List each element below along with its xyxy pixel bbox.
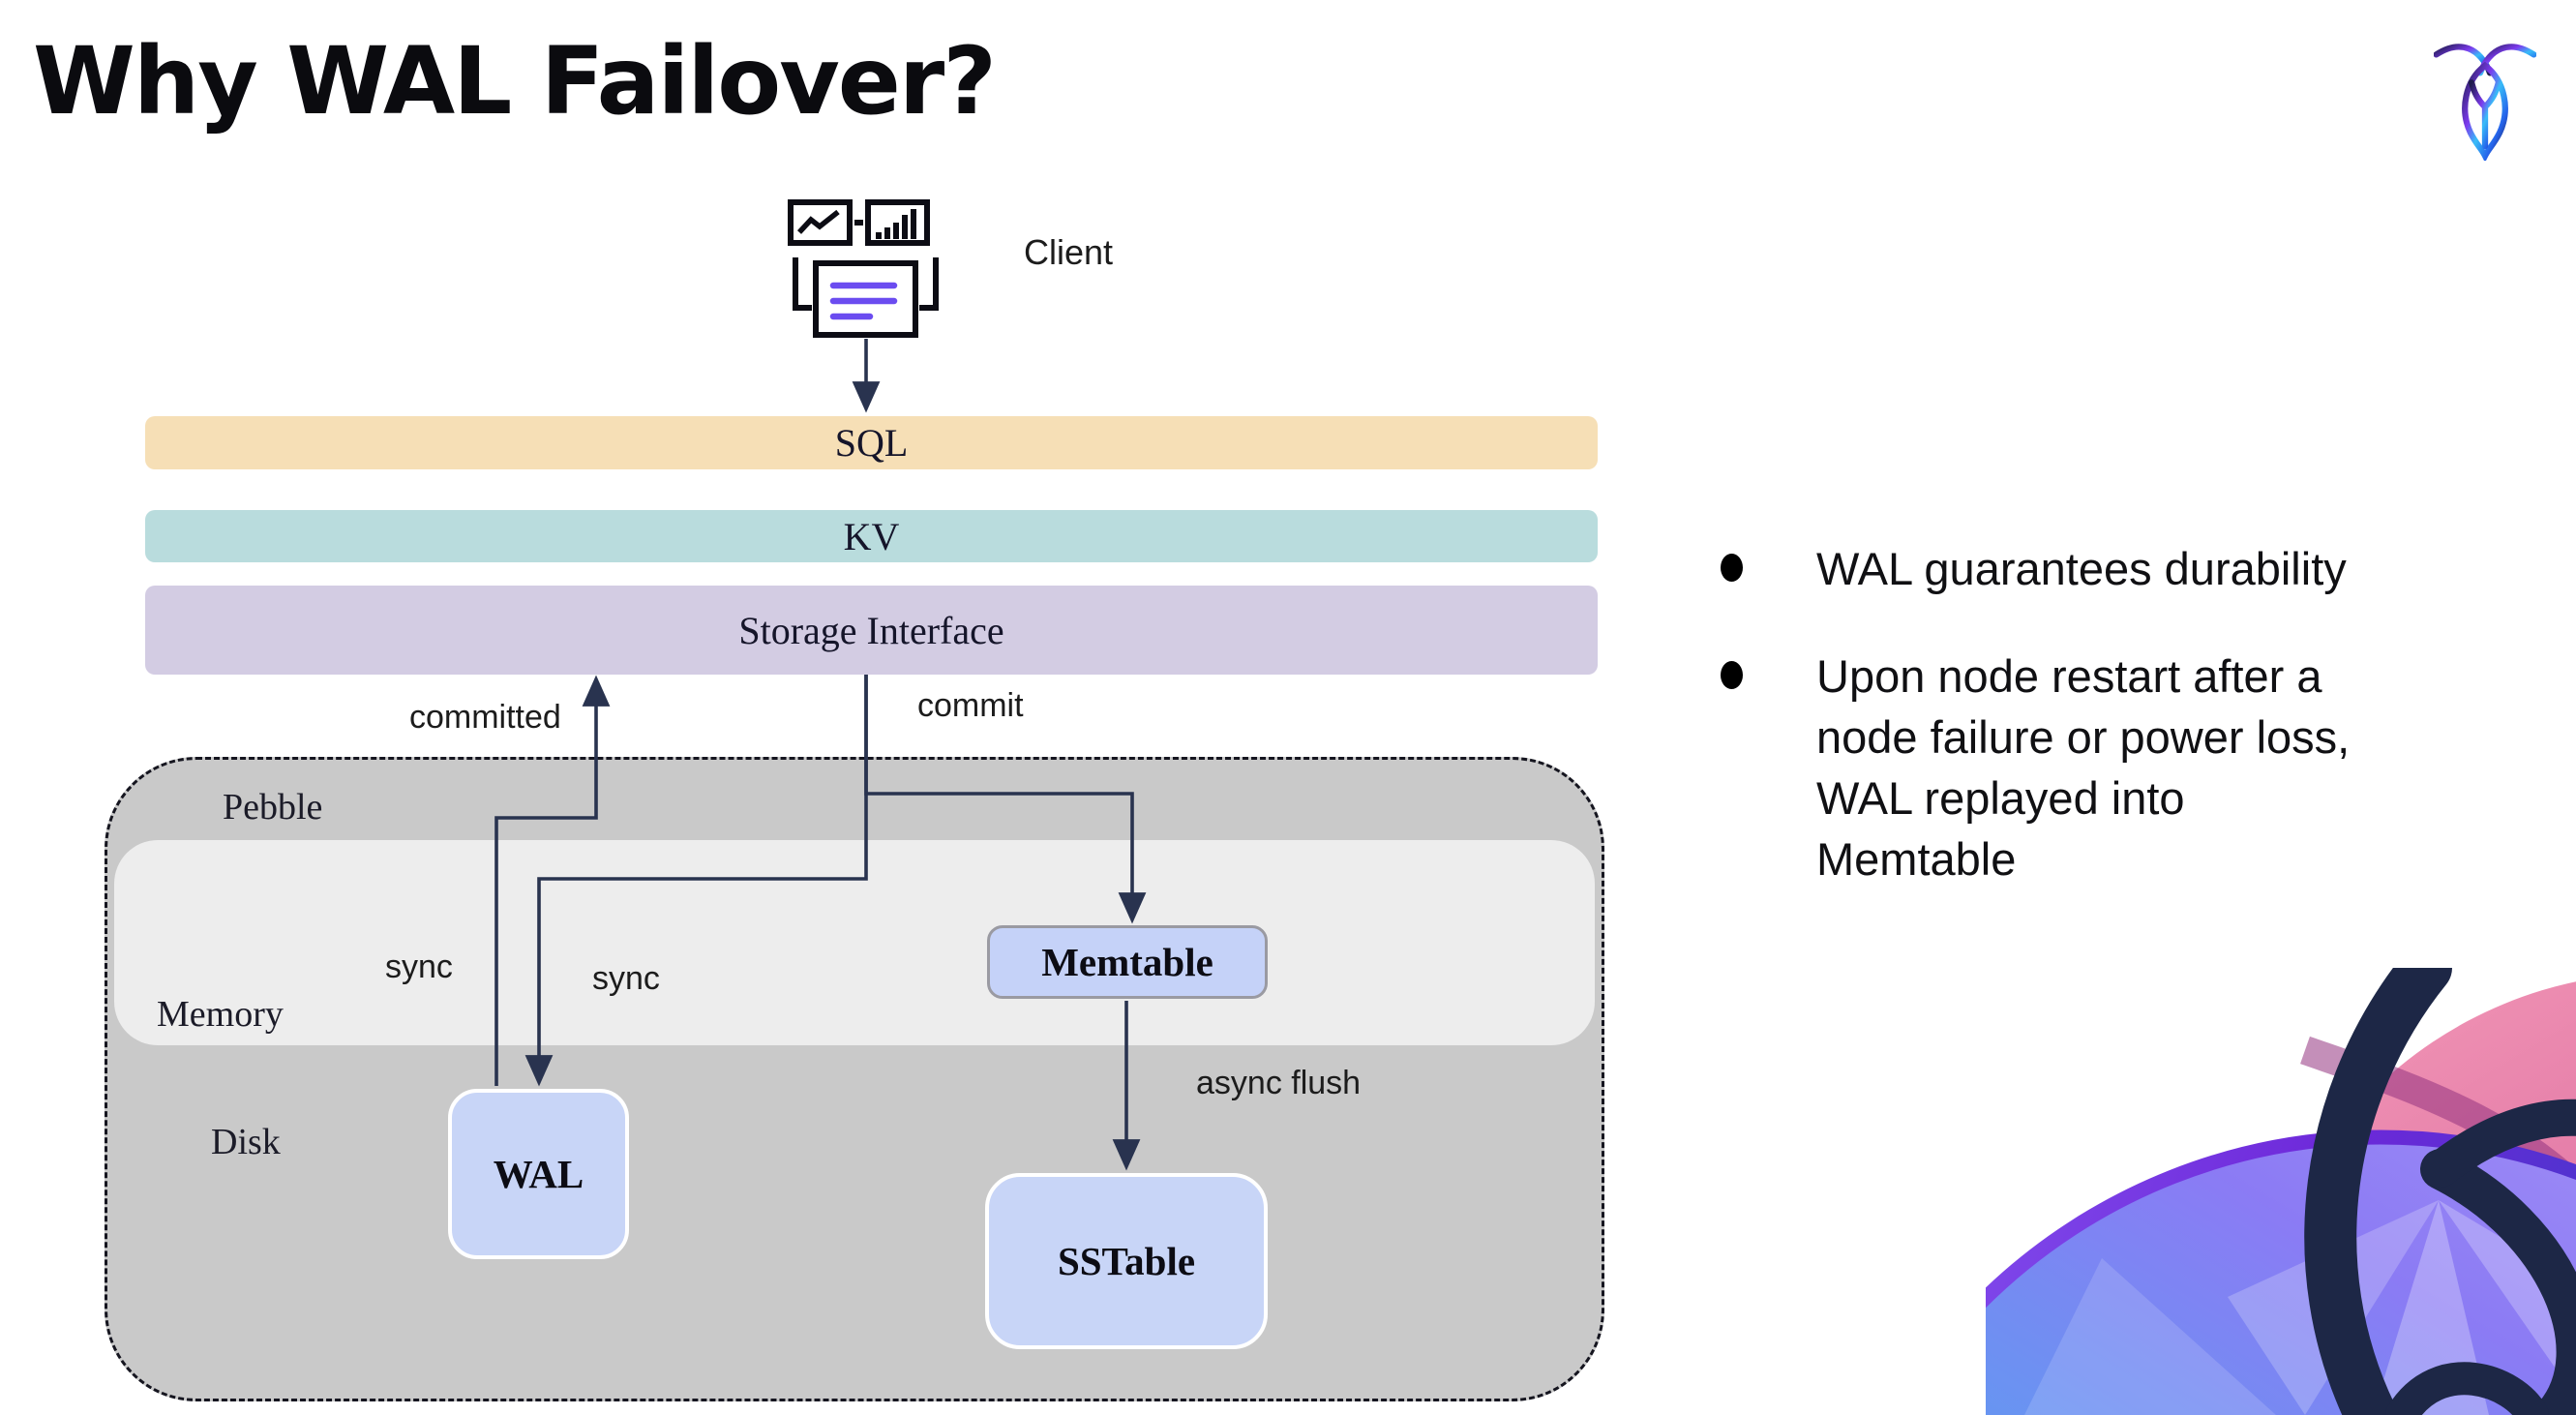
client-bracket-left <box>793 257 812 311</box>
edge-label-commit: commit <box>917 687 1024 724</box>
cockroachdb-logo-icon <box>2434 44 2536 161</box>
page-title: Why WAL Failover? <box>33 27 997 135</box>
bullet-text: Upon node restart after a node failure o… <box>1816 650 2351 885</box>
edge-label-sync-left: sync <box>385 948 453 985</box>
client-label: Client <box>1024 232 1114 272</box>
client-doc-lines <box>829 282 898 320</box>
bullet-list: WAL guarantees durability Upon node rest… <box>1711 538 2388 889</box>
layer-storage-interface: Storage Interface <box>145 586 1598 675</box>
client-barchart-glyph <box>876 209 916 239</box>
memory-region <box>114 840 1595 1045</box>
bullet-item: Upon node restart after a node failure o… <box>1711 646 2388 889</box>
layer-sql: SQL <box>145 416 1598 469</box>
wal-node: WAL <box>448 1089 629 1259</box>
layer-kv: KV <box>145 510 1598 562</box>
cockroachdb-brand-art-icon <box>1986 968 2576 1415</box>
disk-label: Disk <box>211 1122 281 1162</box>
bullet-item: WAL guarantees durability <box>1711 538 2388 599</box>
client-barchart-frame <box>865 199 930 246</box>
logo-stem <box>2468 79 2502 150</box>
edge-label-async-flush: async flush <box>1196 1065 1362 1101</box>
edge-label-committed: committed <box>409 699 561 736</box>
art-purple-ring <box>1986 1129 2576 1309</box>
pebble-label: Pebble <box>223 787 323 828</box>
art-roach-body <box>2304 968 2576 1415</box>
client-linechart-frame <box>788 199 853 246</box>
sstable-node: SSTable <box>985 1173 1268 1349</box>
client-icon <box>788 199 939 338</box>
bullet-text: WAL guarantees durability <box>1816 543 2347 594</box>
layer-sql-label: SQL <box>834 421 909 465</box>
bullet-dot <box>1721 661 1743 689</box>
sstable-node-label: SSTable <box>1057 1239 1196 1283</box>
memory-label: Memory <box>157 994 284 1035</box>
bullet-dot <box>1721 554 1743 582</box>
wal-node-label: WAL <box>493 1152 584 1196</box>
layer-storage-interface-label: Storage Interface <box>738 608 1004 652</box>
memtable-node: Memtable <box>987 925 1268 999</box>
client-bracket-right <box>919 257 939 311</box>
client-linechart-glyph <box>796 209 840 234</box>
edge-label-sync-right: sync <box>592 960 660 997</box>
memtable-node-label: Memtable <box>1041 940 1213 984</box>
layer-kv-label: KV <box>843 514 900 558</box>
logo-body <box>2462 61 2508 161</box>
